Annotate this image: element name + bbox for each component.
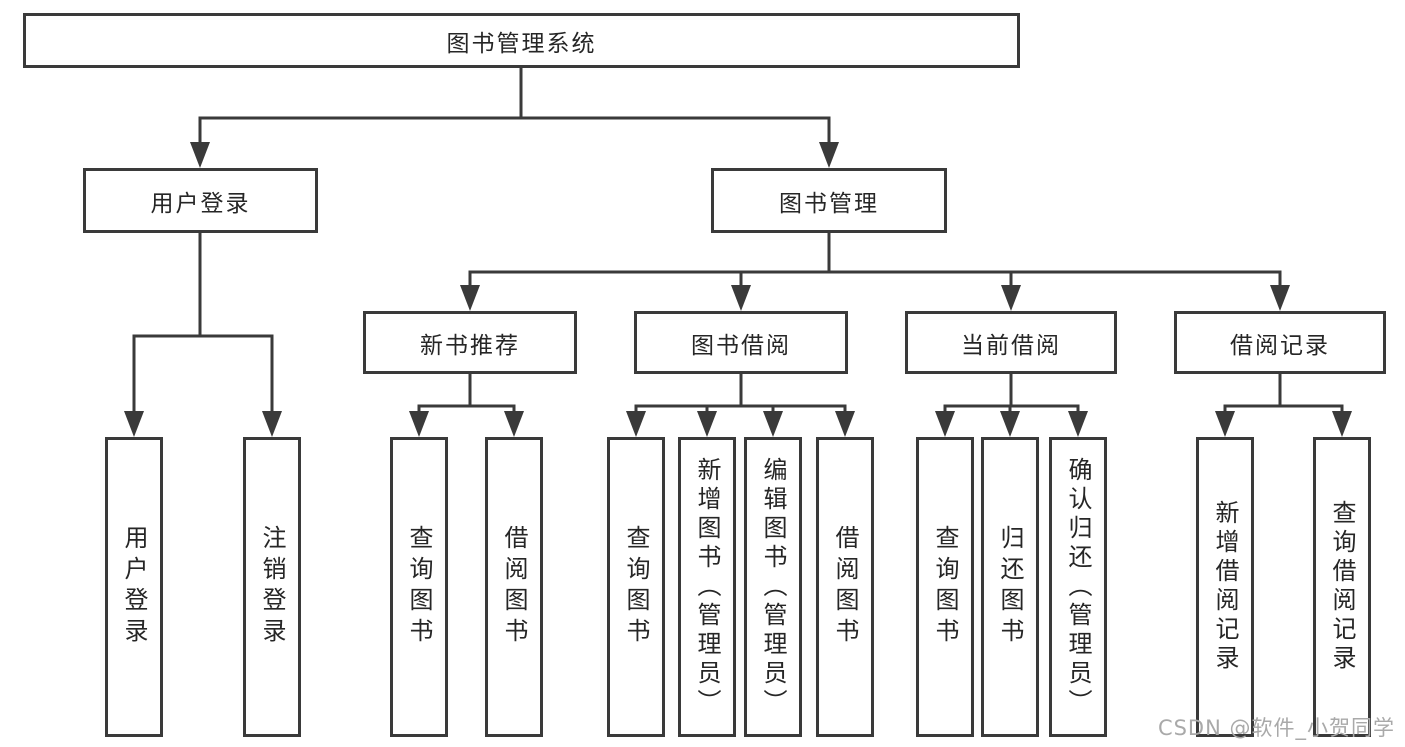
arrowhead bbox=[731, 285, 751, 311]
leaf-current-query-books: 查询图书 bbox=[916, 437, 974, 737]
leaf-records-add-record: 新增借阅记录 bbox=[1196, 437, 1254, 737]
node-user-login: 用户登录 bbox=[83, 168, 318, 233]
arrowhead bbox=[504, 411, 524, 437]
arrowhead bbox=[835, 411, 855, 437]
leaf-records-query-record-label: 查询借阅记录 bbox=[1328, 500, 1356, 674]
leaf-recommend-borrow-books-label: 借阅图书 bbox=[500, 525, 528, 649]
leaf-borrow-query-books-label: 查询图书 bbox=[622, 525, 650, 649]
leaf-borrow-borrow-books: 借阅图书 bbox=[816, 437, 874, 737]
leaf-user-login-label: 用户登录 bbox=[120, 525, 148, 649]
arrowhead bbox=[697, 411, 717, 437]
leaf-logout: 注销登录 bbox=[243, 437, 301, 737]
leaf-borrow-add-books-admin-label: 新增图书（管理员） bbox=[693, 456, 721, 718]
arrowhead bbox=[262, 411, 282, 437]
connector-new-book-recommend-to-leaves bbox=[409, 374, 524, 437]
leaf-current-confirm-return-admin-label: 确认归还（管理员） bbox=[1064, 456, 1092, 718]
node-book-borrow: 图书借阅 bbox=[634, 311, 848, 374]
arrowhead bbox=[935, 411, 955, 437]
node-new-book-recommend: 新书推荐 bbox=[363, 311, 577, 374]
arrowhead bbox=[460, 285, 480, 311]
connector-book-borrow-to-leaves bbox=[626, 374, 855, 437]
leaf-borrow-edit-books-admin: 编辑图书（管理员） bbox=[744, 437, 802, 737]
arrowhead bbox=[124, 411, 144, 437]
connector-user-login-to-leaves bbox=[124, 233, 282, 437]
leaf-current-return-books: 归还图书 bbox=[981, 437, 1039, 737]
leaf-borrow-borrow-books-label: 借阅图书 bbox=[831, 525, 859, 649]
connector-book-management-to-level3 bbox=[460, 233, 1290, 311]
arrowhead bbox=[1215, 411, 1235, 437]
connector-root-to-level2 bbox=[190, 66, 839, 168]
leaf-records-query-record: 查询借阅记录 bbox=[1313, 437, 1371, 737]
arrowhead bbox=[763, 411, 783, 437]
arrowhead bbox=[1068, 411, 1088, 437]
arrowhead bbox=[819, 142, 839, 168]
leaf-borrow-edit-books-admin-label: 编辑图书（管理员） bbox=[759, 456, 787, 718]
connector-current-borrow-to-leaves bbox=[935, 374, 1088, 437]
leaf-borrow-query-books: 查询图书 bbox=[607, 437, 665, 737]
arrowhead bbox=[1332, 411, 1352, 437]
leaf-user-login: 用户登录 bbox=[105, 437, 163, 737]
leaf-records-add-record-label: 新增借阅记录 bbox=[1211, 500, 1239, 674]
leaf-logout-label: 注销登录 bbox=[258, 525, 286, 649]
leaf-borrow-add-books-admin: 新增图书（管理员） bbox=[678, 437, 736, 737]
arrowhead bbox=[1270, 285, 1290, 311]
connector-borrow-records-to-leaves bbox=[1215, 374, 1352, 437]
node-root: 图书管理系统 bbox=[23, 13, 1020, 68]
arrowhead bbox=[190, 142, 210, 168]
leaf-recommend-query-books-label: 查询图书 bbox=[405, 525, 433, 649]
node-book-management: 图书管理 bbox=[711, 168, 947, 233]
node-current-borrow: 当前借阅 bbox=[905, 311, 1117, 374]
leaf-current-confirm-return-admin: 确认归还（管理员） bbox=[1049, 437, 1107, 737]
arrowhead bbox=[626, 411, 646, 437]
leaf-current-query-books-label: 查询图书 bbox=[931, 525, 959, 649]
leaf-recommend-query-books: 查询图书 bbox=[390, 437, 448, 737]
node-borrow-records: 借阅记录 bbox=[1174, 311, 1386, 374]
arrowhead bbox=[1000, 411, 1020, 437]
arrowhead bbox=[409, 411, 429, 437]
leaf-current-return-books-label: 归还图书 bbox=[996, 525, 1024, 649]
arrowhead bbox=[1001, 285, 1021, 311]
leaf-recommend-borrow-books: 借阅图书 bbox=[485, 437, 543, 737]
